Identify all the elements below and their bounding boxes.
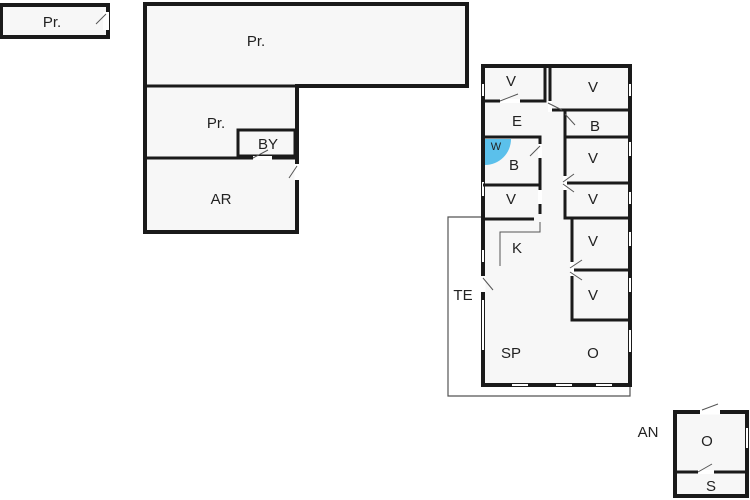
door-swing-side: [288, 165, 298, 179]
building-main: W V V E B B V V V K V V SP O: [480, 64, 632, 387]
terrace-outline: [447, 216, 631, 397]
door-swing: [252, 149, 269, 159]
kitchen-counter: [499, 222, 541, 266]
room-label-v4: V: [588, 150, 598, 167]
room-label-an: AN: [638, 424, 659, 441]
room-label-sp: SP: [501, 345, 521, 362]
room-label-b1: B: [590, 118, 600, 135]
room-label-pr-top: Pr.: [247, 33, 265, 50]
room-label-v6: V: [588, 233, 598, 250]
room-label-v3: V: [506, 191, 516, 208]
door-swing-b1: [564, 113, 576, 126]
door-swing-v6: [569, 259, 583, 269]
wall-v6: [570, 218, 630, 322]
wall-outline: [673, 410, 749, 498]
door-swing-s: [697, 463, 713, 473]
room-label-w: W: [491, 141, 502, 153]
room-label-v5: V: [588, 191, 598, 208]
door-swing-b2: [529, 145, 541, 157]
room-label-v2: V: [588, 79, 598, 96]
room-label-b2: B: [509, 157, 519, 174]
water-heater-icon: [485, 139, 511, 165]
room-label-te: TE: [453, 287, 472, 304]
room-label-o-annex: O: [701, 433, 713, 450]
room-label-o-main: O: [587, 345, 599, 362]
room-label-v1: V: [506, 73, 516, 90]
room-label-v7: V: [588, 287, 598, 304]
room-label-e: E: [512, 113, 522, 130]
room-label-s: S: [706, 478, 716, 495]
room-label-ar: AR: [211, 191, 232, 208]
wall-v4: [563, 137, 630, 220]
door-swing-v4: [562, 173, 575, 183]
building-small-storage: Pr.: [0, 3, 110, 39]
door-swing-v4b: [562, 183, 575, 193]
room-label-k: K: [512, 240, 522, 257]
door-swing-v2: [547, 102, 563, 111]
building-middle: Pr. Pr. BY AR: [143, 2, 469, 234]
room-label-by: BY: [258, 136, 278, 153]
room-label-pr-mid: Pr.: [207, 115, 225, 132]
wall-outline: [143, 2, 469, 234]
wall-outline: [0, 3, 110, 39]
wall-outline: [481, 64, 632, 387]
wall-b2: [483, 135, 542, 214]
door-swing: [95, 13, 107, 25]
room-label-pr-small: Pr.: [43, 14, 61, 31]
door-swing-v7: [569, 271, 583, 281]
door-swing-te: [482, 277, 494, 291]
door-swing-annex: [701, 403, 719, 411]
building-annex: O S: [673, 403, 749, 498]
door-swing-v1: [499, 93, 519, 102]
